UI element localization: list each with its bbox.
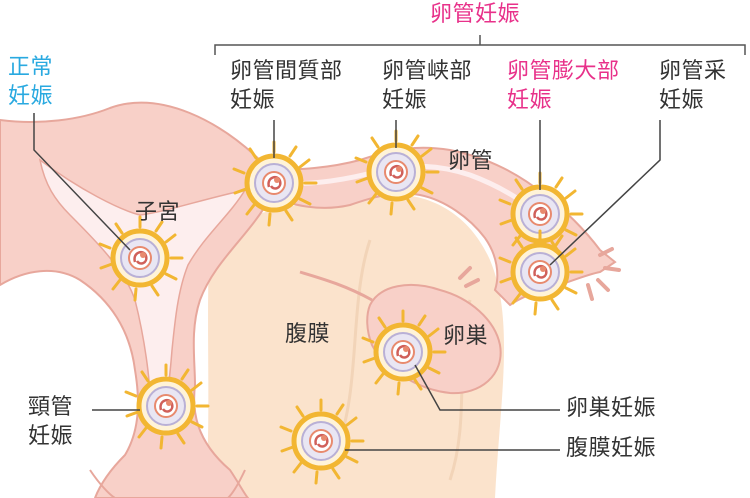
ovary-label: 卵巣 xyxy=(443,324,489,349)
cervix-bottom xyxy=(89,469,246,498)
peritoneal-pregnancy-label: 腹膜妊娠 xyxy=(566,436,657,461)
uterus-label: 子宮 xyxy=(135,200,181,225)
tube-label: 卵管 xyxy=(448,149,494,174)
leader-lines xyxy=(33,113,661,451)
tubal-bracket xyxy=(214,35,746,55)
normal-pregnancy-label: 正常 妊娠 xyxy=(8,55,54,109)
ovary-ligament xyxy=(299,270,373,302)
ovarian-pregnancy-label: 卵巣妊娠 xyxy=(566,396,657,421)
tubal-pregnancy-title: 卵管妊娠 xyxy=(430,2,521,27)
interstitial-pregnancy-label: 卵管間質部 妊娠 xyxy=(230,59,343,113)
peritoneum-label: 腹膜 xyxy=(285,322,331,347)
ampullary-pregnancy-label: 卵管膨大部 妊娠 xyxy=(507,59,620,113)
isthmic-pregnancy-label: 卵管峡部 妊娠 xyxy=(382,59,473,113)
fimbriae xyxy=(458,247,621,301)
fimbrial-pregnancy-label: 卵管采 妊娠 xyxy=(659,59,727,113)
cervical-pregnancy-label: 頸管 妊娠 xyxy=(28,395,74,449)
